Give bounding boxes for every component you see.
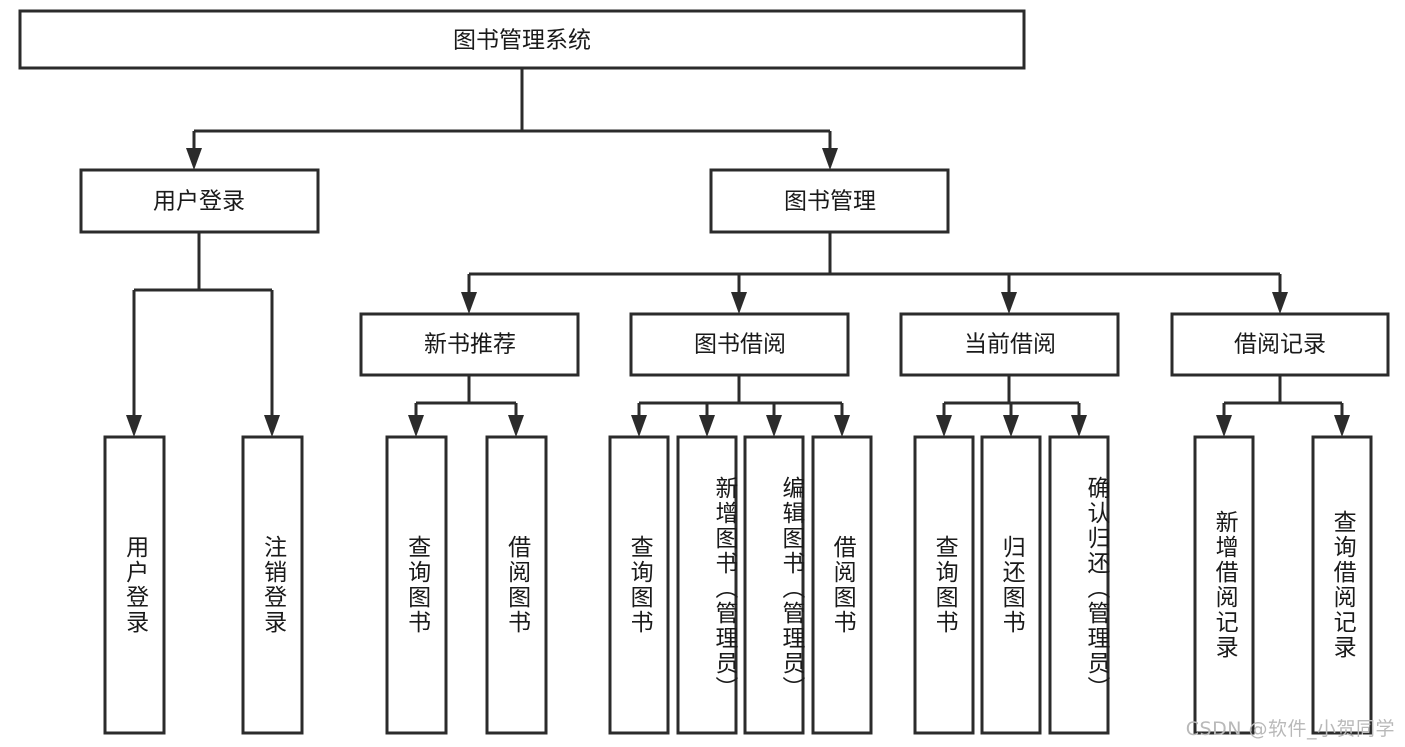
watermark-text: CSDN @软件_小贺同学 — [1185, 718, 1395, 740]
node-leaf-edit-book-admin-box[interactable] — [743, 435, 805, 735]
node-new-book-recommend[interactable]: 新书推荐 — [359, 312, 580, 377]
node-leaf-user-login-box[interactable] — [103, 435, 166, 735]
node-new-book-recommend-label: 新书推荐 — [424, 332, 516, 358]
node-book-borrow-box[interactable] — [629, 312, 850, 377]
node-leaf-confirm-return-admin-box[interactable] — [1048, 435, 1110, 735]
node-root-box[interactable] — [18, 9, 1026, 70]
arrowhead-leaf-add-borrow-record — [1216, 415, 1232, 437]
leaf-boxes — [103, 435, 1373, 735]
arrowhead-leaf-query-book-borrow — [631, 415, 647, 437]
node-book-manage-box[interactable] — [709, 168, 950, 234]
node-user-login-label: 用户登录 — [153, 189, 245, 215]
node-leaf-borrow-book-box[interactable] — [811, 435, 873, 735]
node-root-label: 图书管理系统 — [453, 28, 591, 54]
node-current-borrow-box[interactable] — [899, 312, 1120, 377]
connector-new-book-recommend-bus — [414, 375, 518, 418]
arrowhead-current-borrow — [1001, 292, 1017, 314]
node-book-manage[interactable]: 图书管理 — [709, 168, 950, 234]
arrowhead-leaf-query-borrow-record — [1334, 415, 1350, 437]
arrowhead-user-login — [186, 148, 202, 170]
arrowhead-leaf-edit-book-admin — [766, 415, 782, 437]
arrowhead-book-borrow — [731, 292, 747, 314]
connector-borrow-record-bus — [1222, 375, 1344, 418]
node-leaf-return-book-box[interactable] — [980, 435, 1042, 735]
node-book-borrow-label: 图书借阅 — [694, 332, 786, 358]
node-leaf-add-borrow-record-box[interactable] — [1193, 435, 1255, 735]
node-borrow-record-label: 借阅记录 — [1234, 332, 1326, 358]
node-leaf-add-book-admin-box[interactable] — [676, 435, 738, 735]
connector-current-borrow-bus — [942, 375, 1081, 418]
connector-user-login-bus — [132, 232, 274, 418]
node-user-login[interactable]: 用户登录 — [79, 168, 320, 234]
arrowhead-leaf-return-book — [1003, 415, 1019, 437]
node-leaf-borrow-book-recommend-box[interactable] — [485, 435, 548, 735]
arrowhead-leaf-confirm-return-admin — [1071, 415, 1087, 437]
node-current-borrow-label: 当前借阅 — [964, 332, 1056, 358]
connector-book-manage-bus — [467, 232, 1282, 295]
node-new-book-recommend-box[interactable] — [359, 312, 580, 377]
connector-root-bus — [192, 68, 832, 152]
arrowhead-borrow-record — [1272, 292, 1288, 314]
arrowhead-book-manage — [822, 148, 838, 170]
node-user-login-box[interactable] — [79, 168, 320, 234]
arrowhead-leaf-user-login — [126, 415, 142, 437]
node-leaf-query-borrow-record-box[interactable] — [1311, 435, 1373, 735]
node-leaf-query-book-borrow-box[interactable] — [608, 435, 670, 735]
node-book-borrow[interactable]: 图书借阅 — [629, 312, 850, 377]
arrowhead-leaf-logout — [264, 415, 280, 437]
node-leaf-query-book-current-box[interactable] — [913, 435, 975, 735]
arrowhead-leaf-query-book-recommend — [408, 415, 424, 437]
arrowhead-leaf-borrow-book — [834, 415, 850, 437]
node-leaf-query-book-recommend-box[interactable] — [385, 435, 448, 735]
arrowhead-leaf-borrow-book-recommend — [508, 415, 524, 437]
node-root[interactable]: 图书管理系统 — [18, 9, 1026, 70]
arrowhead-leaf-add-book-admin — [699, 415, 715, 437]
connector-group — [126, 68, 1350, 437]
arrowhead-new-book-recommend — [461, 292, 477, 314]
node-book-manage-label: 图书管理 — [784, 189, 876, 215]
node-borrow-record-box[interactable] — [1170, 312, 1390, 377]
node-leaf-logout-box[interactable] — [241, 435, 304, 735]
arrowhead-leaf-query-book-current — [936, 415, 952, 437]
connector-book-borrow-bus — [637, 375, 844, 418]
node-borrow-record[interactable]: 借阅记录 — [1170, 312, 1390, 377]
node-current-borrow[interactable]: 当前借阅 — [899, 312, 1120, 377]
